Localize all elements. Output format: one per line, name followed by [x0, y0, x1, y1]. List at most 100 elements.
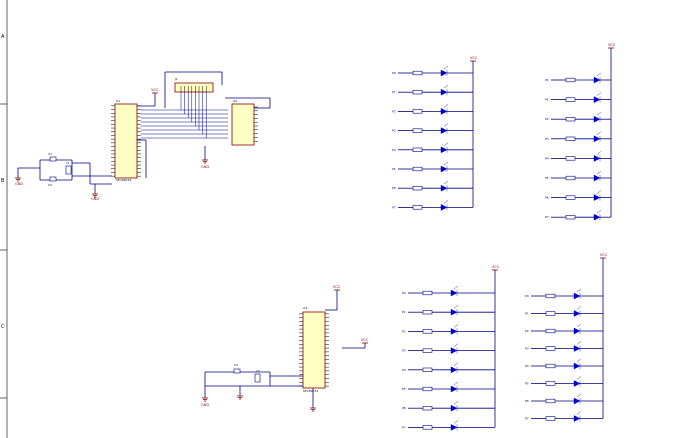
ground-symbol	[237, 395, 243, 400]
power-label: VCC	[333, 285, 341, 289]
led-row: P5	[392, 161, 473, 173]
svg-text:Y1: Y1	[66, 161, 70, 165]
header-chip-top: J1	[174, 77, 214, 93]
svg-text:P4: P4	[525, 364, 529, 368]
power-symbol: VCC	[492, 265, 500, 271]
bus-wiring-top	[137, 71, 271, 178]
svg-text:U3: U3	[303, 306, 307, 310]
svg-text:P7: P7	[545, 215, 549, 219]
svg-text:P4: P4	[392, 148, 396, 152]
svg-text:GND: GND	[201, 403, 209, 407]
led-row: P7	[525, 411, 603, 422]
crystal-circuit-top: C1 C2 Y1	[17, 152, 112, 194]
led-row: P4	[525, 358, 603, 370]
connector-chip-u2: U2	[231, 99, 255, 146]
led-row: P5	[545, 170, 611, 182]
svg-text:P2: P2	[392, 109, 396, 113]
power-label: VCC	[600, 253, 608, 257]
power-symbol: VCC	[342, 338, 369, 349]
svg-text:P1: P1	[402, 310, 406, 314]
svg-text:P7: P7	[402, 425, 406, 429]
svg-text:GND: GND	[15, 182, 23, 186]
mcu-chip-u1: U1 STC89C51	[111, 99, 141, 182]
svg-text:P1: P1	[525, 312, 529, 316]
led-row: P6	[402, 401, 495, 412]
svg-text:P6: P6	[545, 196, 549, 200]
power-label: VCC	[608, 43, 616, 47]
svg-text:P5: P5	[525, 382, 529, 386]
power-symbol: VCC	[608, 43, 616, 49]
led-row: P0	[525, 288, 603, 300]
svg-text:P6: P6	[402, 406, 406, 410]
mcu-chip-u3: U3 STC89C51	[299, 306, 329, 393]
led-row: P3	[392, 123, 473, 134]
svg-text:P0: P0	[402, 291, 406, 295]
svg-text:P2: P2	[545, 117, 549, 121]
svg-text:P6: P6	[525, 399, 529, 403]
svg-text:STC89C51: STC89C51	[116, 178, 131, 182]
svg-text:P1: P1	[392, 90, 396, 94]
ground-symbol: GND	[91, 193, 99, 201]
led-row: P6	[545, 190, 611, 201]
led-row: P0	[392, 65, 473, 77]
led-row: P7	[392, 200, 473, 211]
svg-text:U1: U1	[116, 99, 120, 103]
svg-text:P3: P3	[545, 137, 549, 141]
power-symbol: VCC	[325, 285, 341, 311]
svg-text:J1: J1	[174, 77, 178, 81]
ground-symbol: GND	[201, 159, 209, 169]
svg-text:P5: P5	[402, 387, 406, 391]
mcu-section-bottom: U3 STC89C51 VCC VCC C3 Y2	[201, 285, 369, 412]
svg-text:STC89C51: STC89C51	[303, 389, 318, 393]
svg-text:P6: P6	[392, 186, 396, 190]
svg-text:GND: GND	[91, 197, 99, 201]
led-row: P7	[402, 420, 495, 431]
ground-symbol: GND	[201, 397, 209, 407]
power-symbol: VCC	[600, 253, 608, 259]
led-row: P1	[392, 85, 473, 96]
power-label: VCC	[361, 338, 369, 342]
ground-symbol	[310, 388, 316, 412]
svg-text:P7: P7	[392, 205, 396, 209]
led-row: P2	[525, 323, 603, 335]
led-row: P2	[545, 112, 611, 123]
frame-marker-a: A	[1, 34, 5, 40]
svg-text:P5: P5	[545, 176, 549, 180]
led-row: P0	[545, 72, 611, 84]
led-row: P3	[545, 131, 611, 143]
frame-marker-c: C	[1, 324, 5, 330]
led-row: P7	[545, 210, 611, 221]
svg-text:C3: C3	[234, 363, 238, 367]
svg-text:Y2: Y2	[256, 369, 260, 373]
drawing-frame: A B C	[0, 0, 8, 438]
frame-marker-b: B	[1, 178, 5, 184]
led-row: P1	[402, 305, 495, 316]
svg-text:GND: GND	[201, 165, 209, 169]
svg-text:P3: P3	[525, 347, 529, 351]
led-row: P2	[402, 324, 495, 335]
led-row: P2	[392, 104, 473, 115]
led-row: P1	[525, 306, 603, 317]
ground-symbol: GND	[15, 177, 23, 186]
svg-text:C2: C2	[48, 183, 52, 187]
led-row: P4	[545, 151, 611, 162]
svg-text:P0: P0	[545, 78, 549, 82]
svg-text:C1: C1	[48, 152, 52, 156]
svg-text:P7: P7	[525, 417, 529, 421]
led-row: P4	[402, 362, 495, 374]
svg-text:P5: P5	[392, 167, 396, 171]
svg-text:P2: P2	[402, 329, 406, 333]
svg-text:P1: P1	[545, 98, 549, 102]
power-label: VCC	[492, 265, 500, 269]
power-symbol: VCC	[151, 88, 159, 94]
svg-text:P4: P4	[545, 156, 549, 160]
power-symbol: VCC	[470, 56, 478, 62]
svg-text:P0: P0	[392, 71, 396, 75]
led-row: P5	[402, 381, 495, 393]
led-row: P3	[525, 341, 603, 352]
